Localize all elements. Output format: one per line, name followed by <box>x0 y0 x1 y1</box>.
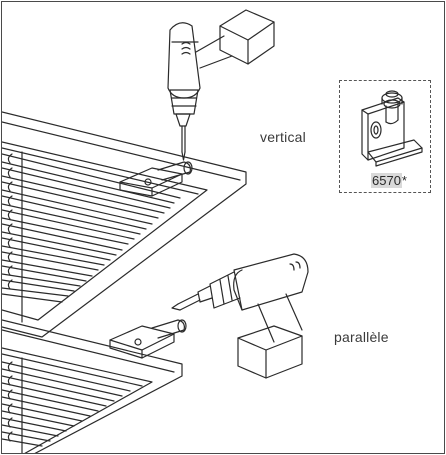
vertical-drill-icon <box>167 9 275 161</box>
hinge-pin-detail-icon <box>361 90 423 167</box>
horizontal-drill-icon <box>171 253 309 379</box>
part-number-suffix: * <box>401 173 407 188</box>
lower-hinge <box>109 319 187 359</box>
part-number: 6570* <box>371 173 407 188</box>
parallel-label: parallèle <box>334 329 389 345</box>
upper-shutter-panel <box>2 111 247 338</box>
detail-callout-box <box>339 80 431 193</box>
upper-hinge <box>119 161 193 197</box>
part-number-value: 6570 <box>371 173 402 188</box>
lower-shutter-panel <box>2 319 183 453</box>
vertical-label: vertical <box>260 129 306 145</box>
